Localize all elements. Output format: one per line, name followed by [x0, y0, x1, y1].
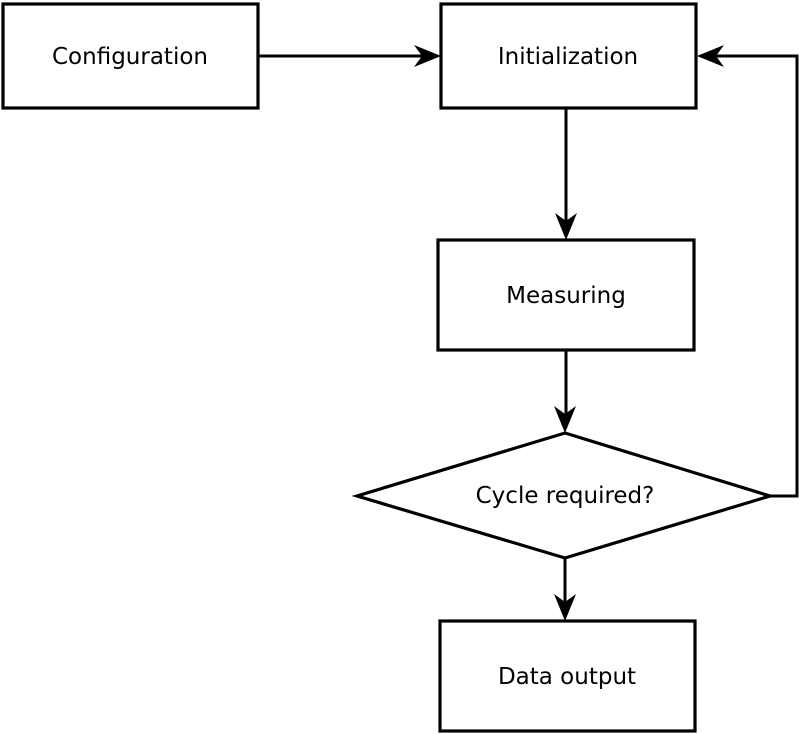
node-label-configuration: Configuration — [52, 44, 208, 70]
edge-decision-data-output — [554, 558, 576, 621]
arrowhead-left-icon — [697, 45, 724, 67]
node-decision: Cycle required? — [351, 431, 776, 560]
arrowhead-down-icon — [554, 406, 576, 433]
node-measuring: Measuring — [436, 238, 696, 352]
node-label-initialization: Initialization — [498, 44, 638, 70]
node-label-decision: Cycle required? — [476, 483, 655, 509]
edge-measuring-decision — [554, 350, 576, 433]
arrowhead-right-icon — [414, 45, 441, 67]
node-label-measuring: Measuring — [506, 283, 626, 309]
edge-configuration-initialization — [258, 45, 441, 67]
node-configuration: Configuration — [1, 2, 260, 110]
node-data-output: Data output — [438, 619, 697, 733]
arrowhead-down-icon — [554, 594, 576, 621]
node-initialization: Initialization — [439, 2, 698, 110]
arrowhead-down-icon — [555, 213, 577, 240]
edge-decision-initialization-feedback — [697, 45, 799, 498]
node-label-data-output: Data output — [498, 664, 636, 690]
edge-initialization-measuring — [555, 108, 577, 240]
